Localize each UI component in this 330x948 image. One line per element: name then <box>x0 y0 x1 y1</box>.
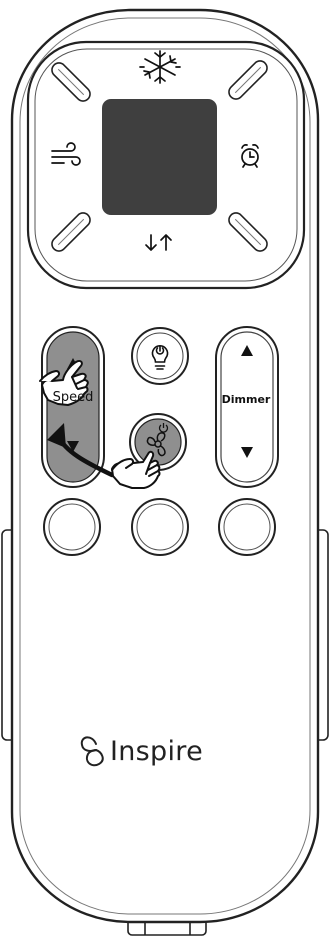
dimmer-label: Dimmer <box>218 393 274 406</box>
speed-rocker[interactable] <box>42 327 104 487</box>
right-round-button[interactable] <box>219 499 275 555</box>
display-screen <box>102 99 217 215</box>
light-power-button[interactable] <box>132 328 188 384</box>
dimmer-rocker[interactable] <box>216 327 278 487</box>
center-round-button[interactable] <box>132 499 188 555</box>
brand-label: Inspire <box>110 736 203 767</box>
left-round-button[interactable] <box>44 499 100 555</box>
speed-label: Speed <box>44 390 102 405</box>
bottom-buttons <box>44 499 275 555</box>
